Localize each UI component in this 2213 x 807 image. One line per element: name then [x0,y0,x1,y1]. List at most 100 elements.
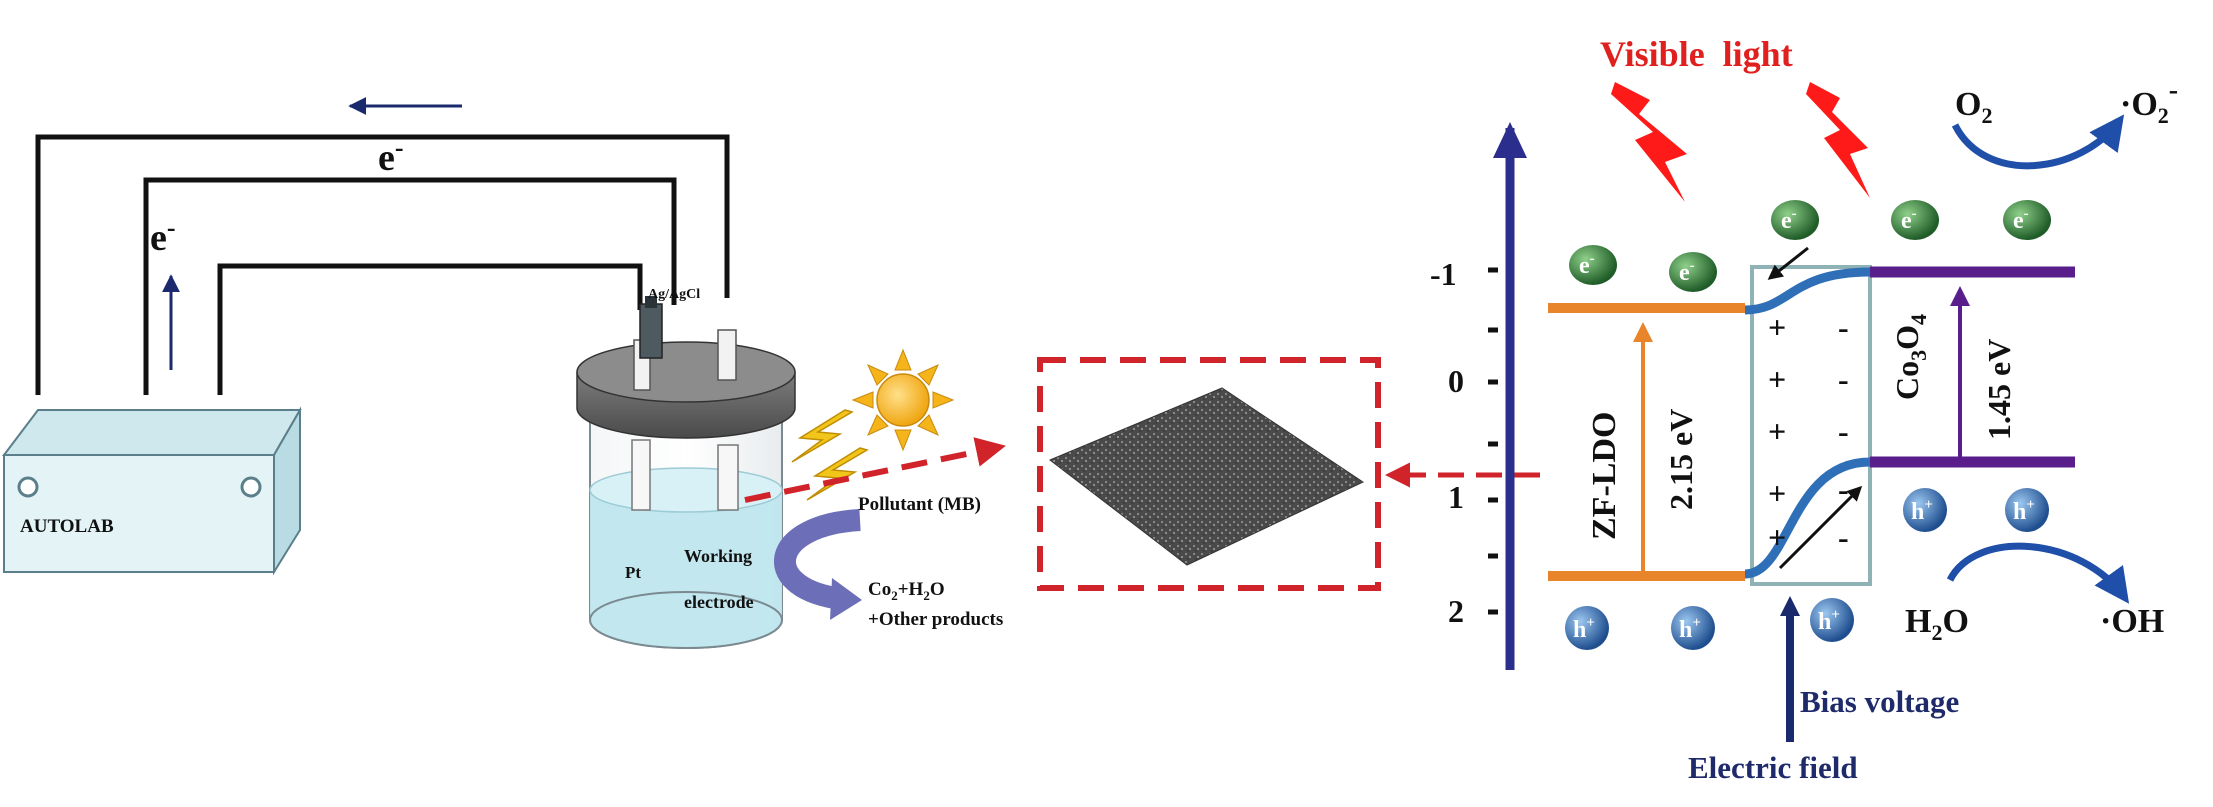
working-electrode-label-1: Working [684,546,752,566]
svg-text:+: + [1768,309,1786,345]
autolab-label: AUTOLAB [20,516,114,537]
lightning-icon-upper [791,409,854,463]
electrons: e- e- e- e- e- [1569,200,2051,292]
superoxide-label: ·O2- [2120,75,2178,128]
junction-curve-vb [1744,457,1871,579]
tick-label-0: 0 [1448,363,1464,399]
electrolyte-solution [590,490,782,648]
autolab-knob-right [240,476,262,498]
svg-text:+: + [1768,413,1786,449]
hole: h+ [1903,488,1947,532]
svg-text:-: - [1838,519,1849,555]
film-sample [1049,387,1365,566]
autolab-knob-left [17,476,39,498]
svg-text:e-: e- [1781,206,1797,234]
autolab-instrument: AUTOLAB [1,406,302,576]
junction-curve-cb [1744,267,1871,315]
sun-icon [851,348,955,452]
svg-text:e-: e- [1679,258,1695,286]
potential-axis-arrowhead [1493,122,1527,158]
electron-transfer-arrow [1767,246,1809,280]
svg-text:e-: e- [2013,206,2029,234]
svg-text:+: + [1768,361,1786,397]
hole: h+ [1671,606,1715,650]
hole: h+ [1810,598,1854,642]
red-dashed-arrow-left [744,437,1006,503]
svg-text:h+: h+ [2013,497,2035,525]
working-electrode-label-2: electrode [684,592,754,612]
electrolyte-surface [589,467,783,513]
o2-label: O2 [1955,86,1992,128]
svg-text:+: + [1768,475,1786,511]
red-lightning-left [1611,82,1687,202]
svg-text:-: - [1838,413,1849,449]
zf-ldo-gap-label: 2.15 eV [1663,409,1699,510]
hole: h+ [1565,606,1609,650]
svg-text:-: - [1838,471,1849,507]
autolab-top-face [1,409,302,456]
pollutant-label: Pollutant (MB) [858,494,981,515]
electron: e- [1891,200,1939,240]
inner-wire [217,263,643,395]
axis-ticks [1488,267,1498,615]
circuit-wires [35,134,730,395]
electric-field-label: Electric field [1688,750,1858,785]
space-charge-plus: + + + + + [1768,309,1786,555]
co3o4-label: Co3O4 [1889,314,1931,400]
svg-text:e-: e- [1579,251,1595,279]
water-oxidation-arrow [1946,542,2130,604]
tick-label-2: 2 [1448,593,1464,629]
products-line-1: Co2+H2O [868,579,945,603]
svg-text:e-: e- [1901,206,1917,234]
visible-light-title: Visible light [1600,34,1793,74]
degradation-arrow [774,509,861,609]
bias-voltage-arrowhead [1780,596,1800,616]
electrode-reference-tip [645,296,657,308]
electrode-left-body [631,439,651,511]
svg-text:-: - [1838,309,1849,345]
outer-wire [35,134,730,395]
space-charge-minus: - - - - - [1838,309,1849,555]
autolab-front-face [3,454,275,573]
counter-electrode-label: Pt [625,563,641,582]
svg-text:+: + [1768,519,1786,555]
co3o4-gap-label: 1.45 eV [1981,339,2017,440]
h2o-label: H2O [1905,603,1969,645]
electron: e- [1771,200,1819,240]
electron: e- [1569,245,1617,285]
cell-bottom [589,591,783,649]
magnified-film-box [1037,357,1381,591]
electron: e- [1669,252,1717,292]
middle-wire [143,177,677,395]
products-line-2: +Other products [868,609,1003,630]
tick-label-minus-1: -1 [1430,256,1457,292]
electron-label-top: e- [378,133,404,179]
svg-text:h+: h+ [1911,497,1933,525]
hole: h+ [2005,488,2049,532]
svg-text:h+: h+ [1573,615,1595,643]
electrochemical-cell: Ag/AgCl Pt Working electrode [576,287,796,649]
electrode-reference [639,303,663,359]
electron: e- [2003,200,2051,240]
svg-text:h+: h+ [1818,607,1840,635]
hydroxyl-label: ·OH [2100,603,2164,640]
junction-region [1750,265,1872,586]
svg-text:h+: h+ [1679,615,1701,643]
tick-label-1: 1 [1448,479,1464,515]
cell-cap-top [576,341,796,403]
red-lightning-right [1806,82,1870,198]
holes: h+ h+ h+ h+ h+ [1565,488,2049,650]
svg-text:-: - [1838,361,1849,397]
o2-reduction-arrow [1951,114,2125,170]
zf-ldo-label: ZF-LDO [1586,412,1623,540]
lightning-icon-lower [806,447,869,501]
bias-voltage-label: Bias voltage [1800,684,1959,719]
electrode-right-body [717,444,739,511]
electron-label-left: e- [150,213,176,259]
degradation-arrow-head [830,578,862,620]
electrode-right-top [717,329,737,381]
hole-transfer-arrow [1778,485,1863,570]
reference-electrode-label: Ag/AgCl [648,287,700,302]
